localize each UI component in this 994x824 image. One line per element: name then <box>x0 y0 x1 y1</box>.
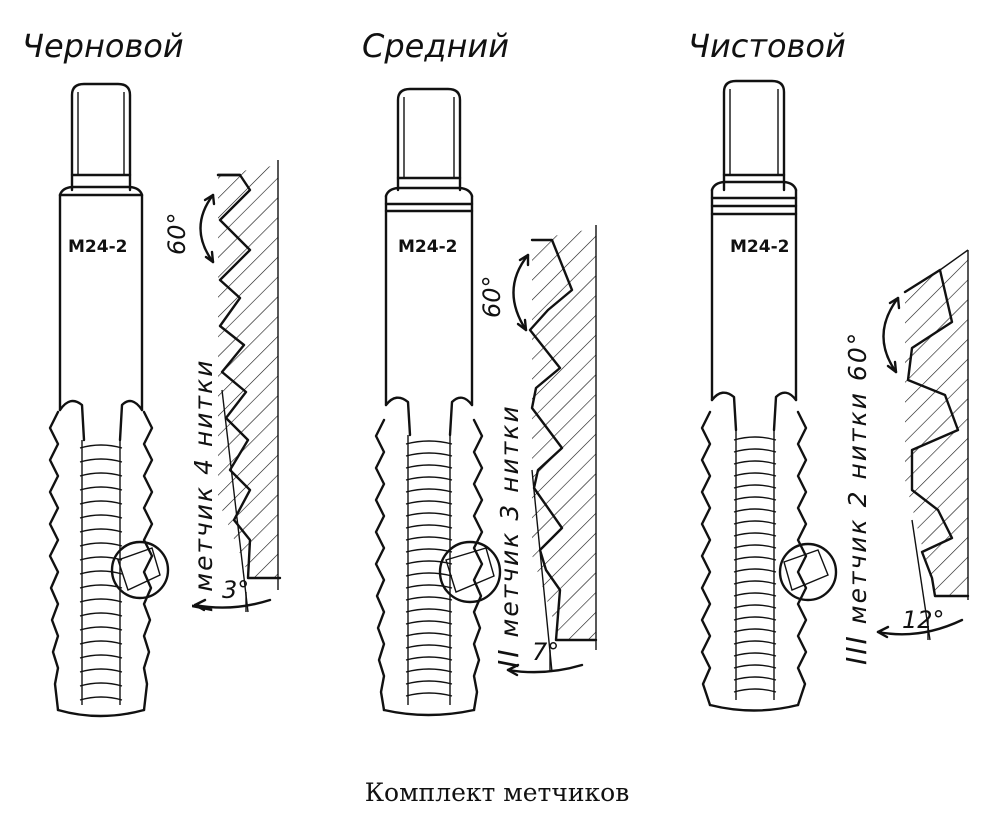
tap-3-label: III метчик 2 нитки 60° <box>840 331 873 665</box>
tap-2-label: II метчик 3 нитки <box>492 404 525 668</box>
tap-1-profile: 60° 3° <box>163 160 282 613</box>
tap-2-lead-angle: 7° <box>532 638 559 666</box>
tap-2-title: Средний <box>362 27 509 65</box>
svg-text:II метчик 3 нитки: II метчик 3 нитки <box>492 404 525 668</box>
tap-3-number: III <box>840 634 873 665</box>
tap-3-title: Чистовой <box>688 27 846 65</box>
tap-2-marking: М24-2 <box>398 237 457 257</box>
figure-caption: Комплект метчиков <box>364 778 630 807</box>
svg-text:I метчик 4 нитки: I метчик 4 нитки <box>186 359 219 612</box>
tap-2-profile: 60° 7° <box>478 225 598 677</box>
tap-3-profile: 12° <box>876 249 970 641</box>
tap-3-core <box>733 430 777 700</box>
tap-1-title: Черновой <box>22 27 184 65</box>
tap-1-marking: М24-2 <box>68 237 127 257</box>
tap-1-label: I метчик 4 нитки <box>186 359 219 612</box>
tap-1-number: I <box>186 602 219 612</box>
tap-3-group: Чистовой М24-2 <box>688 27 970 712</box>
tap-3-lead-angle: 12° <box>902 606 945 634</box>
svg-text:III метчик 2 нитки 60°: III метчик 2 нитки 60° <box>840 331 873 665</box>
tap-3-detail-circle <box>778 542 838 602</box>
tap-2-detail-circle <box>438 540 502 604</box>
tap-3-profile-angle: 60° <box>843 331 872 381</box>
tap-2-body: М24-2 <box>374 87 502 717</box>
tap-3-body: М24-2 <box>700 79 838 712</box>
tap-3-label-text: метчик 2 нитки <box>843 391 872 624</box>
tap-1-lead-angle: 3° <box>222 576 249 604</box>
tap-1-group: Черновой <box>22 27 282 718</box>
tap-2-group: Средний М24-2 <box>362 27 598 717</box>
tap-1-core <box>79 440 123 705</box>
tap-1-detail-circle <box>110 540 170 600</box>
tap-2-label-text: метчик 3 нитки <box>495 404 524 637</box>
tap-1-body: М24-2 <box>48 82 170 718</box>
tap-1-label-text: метчик 4 нитки <box>189 359 218 592</box>
tap-1-profile-angle: 60° <box>163 212 191 255</box>
tap-2-profile-angle: 60° <box>478 275 506 318</box>
tap-3-marking: М24-2 <box>730 237 789 257</box>
tap-1-thread-right <box>142 410 154 712</box>
tap-1-thread-left <box>48 410 60 712</box>
tap-2-number: II <box>492 647 525 668</box>
tap-2-core <box>405 435 453 705</box>
